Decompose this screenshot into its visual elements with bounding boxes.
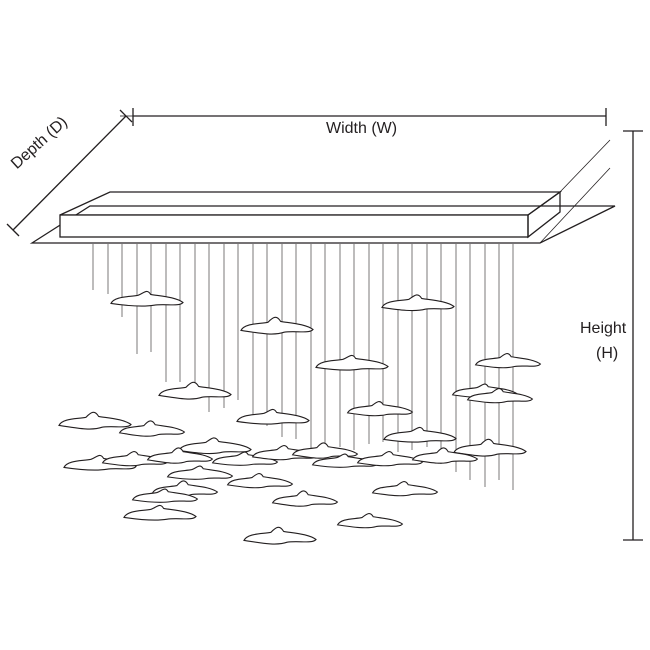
canopy-top-face (59, 191, 563, 216)
perspective-lines (539, 139, 611, 244)
hanging-element (371, 481, 439, 497)
hanging-element (336, 513, 404, 529)
hanging-element (383, 426, 457, 443)
hanging-element (110, 290, 184, 307)
canopy-side-face (527, 190, 561, 239)
canopy-front-face (59, 214, 529, 238)
hanging-element (118, 420, 186, 437)
hanging-element (271, 490, 339, 507)
hanging-element (243, 526, 317, 545)
hanging-element (291, 442, 359, 459)
width-label: Width (W) (326, 120, 398, 137)
hanging-element (178, 437, 252, 455)
hanging-element (131, 488, 199, 503)
canopy (29, 190, 616, 244)
hanging-element (146, 447, 214, 464)
height-abbr-label: (H) (596, 345, 619, 362)
hanging-element (466, 388, 534, 404)
hanging-element (411, 447, 479, 464)
hanging-element (315, 354, 389, 371)
hanging-element (158, 381, 232, 400)
height-label: Height (580, 320, 627, 337)
hanging-element (236, 408, 310, 425)
height-dimension (623, 130, 643, 541)
depth-dimension (6, 109, 133, 237)
hanging-element (346, 401, 414, 417)
hanging-element (240, 316, 314, 335)
hanging-element (58, 411, 132, 430)
hanging-elements (58, 290, 542, 545)
hanging-element (356, 451, 424, 467)
hanging-element (166, 465, 234, 480)
hanging-element (381, 294, 455, 312)
hanging-element (474, 353, 542, 369)
hanging-element (123, 504, 197, 521)
hanging-element (226, 473, 294, 489)
hanging-element (453, 438, 527, 457)
